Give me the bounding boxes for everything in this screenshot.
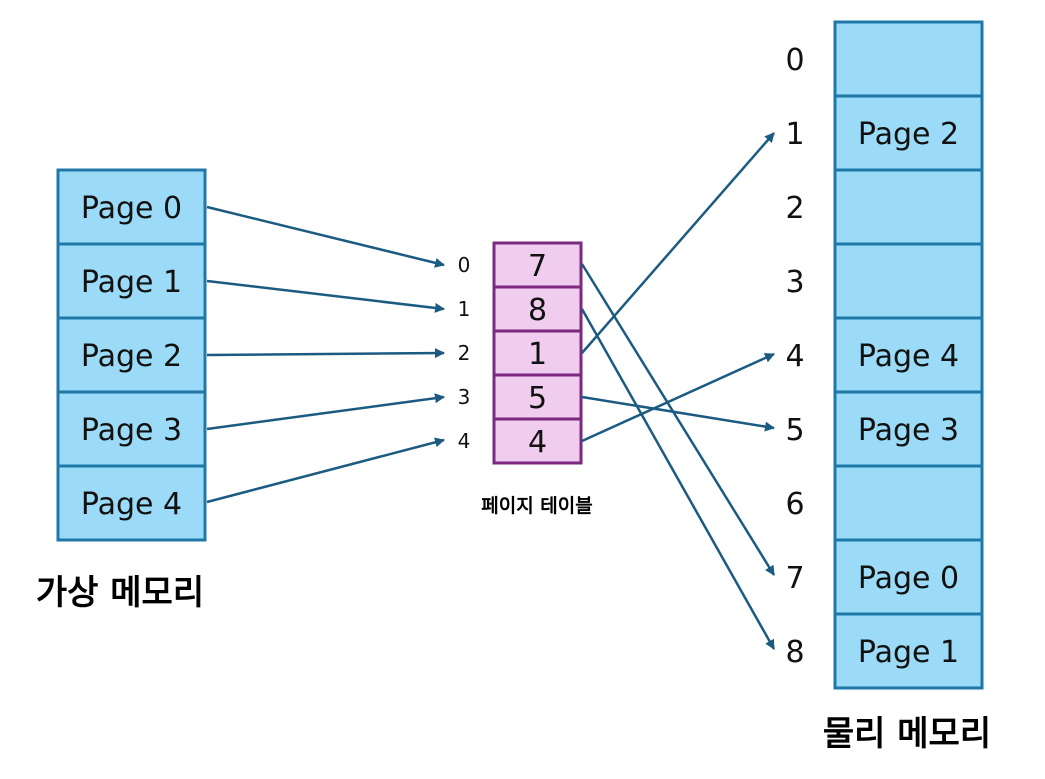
physical-frame-8-box [833, 612, 984, 690]
virtual-page-2: Page 2 [56, 316, 207, 394]
physical-frame-5-label: Page 3 [858, 413, 959, 448]
virtual-page-0: Page 0 [56, 168, 207, 246]
physical-frame-index-3: 3 [785, 265, 804, 300]
physical-frame-index-1: 1 [785, 117, 804, 152]
physical-frame-4-box [833, 316, 984, 394]
virtual-page-4-label: Page 4 [81, 487, 182, 522]
physical-frame-0: 0 [785, 20, 984, 98]
physical-frame-2: 2 [785, 168, 984, 246]
page-table-entry-1: 1 8 [458, 285, 583, 333]
physical-frame-0-box [833, 20, 984, 98]
arrow-entry-4-to-frame-4 [581, 352, 775, 443]
physical-frame-8: 8 Page 1 [785, 612, 984, 690]
virtual-page-1-box [56, 242, 207, 320]
page-table-caption: 페이지 테이블 [481, 495, 593, 517]
physical-frame-3-box [833, 242, 984, 320]
arrow-entry-1-to-frame-8 [580, 308, 776, 650]
page-table-cell-0 [492, 241, 583, 289]
physical-frame-2-box [833, 168, 984, 246]
virtual-page-0-box [56, 168, 207, 246]
arrow-entry-3-to-frame-5 [581, 395, 775, 432]
virtual-page-1-label: Page 1 [81, 265, 182, 300]
physical-frame-7: 7 Page 0 [785, 538, 984, 616]
virtual-memory: Page 0 Page 1 Page 2 Page 3 Page 4 가상 메모… [36, 168, 207, 613]
virtual-page-3-box [56, 390, 207, 468]
physical-frame-7-label: Page 0 [858, 561, 959, 596]
virtual-page-1: Page 1 [56, 242, 207, 320]
virtual-page-2-label: Page 2 [81, 339, 182, 374]
page-table-index-1: 1 [458, 297, 471, 321]
page-table-index-0: 0 [458, 253, 471, 277]
page-table-frame-1: 8 [528, 293, 547, 328]
page-table: 0 7 1 8 2 1 3 5 4 4 페이지 테이블 [458, 241, 593, 517]
physical-frame-1-box [833, 94, 984, 172]
arrow-virtual-0-to-index-0 [206, 205, 445, 268]
physical-memory: 0 1 Page 2 2 3 4 Page 4 5 Page 3 [785, 20, 991, 754]
physical-frame-index-8: 8 [785, 635, 804, 670]
page-table-cell-4 [492, 417, 583, 465]
page-table-entry-2: 2 1 [458, 329, 583, 377]
arrow-virtual-2-to-index-2 [206, 348, 445, 359]
virtual-page-4: Page 4 [56, 464, 207, 542]
physical-frame-index-0: 0 [785, 43, 804, 78]
physical-frame-7-box [833, 538, 984, 616]
page-table-entry-0: 0 7 [458, 241, 583, 289]
virtual-page-4-box [56, 464, 207, 542]
arrow-virtual-4-to-index-4 [206, 437, 445, 504]
virtual-page-3-label: Page 3 [81, 413, 182, 448]
physical-frame-1-label: Page 2 [858, 117, 959, 152]
physical-memory-caption: 물리 메모리 [823, 714, 991, 754]
page-table-frame-0: 7 [528, 249, 547, 284]
physical-frame-5: 5 Page 3 [785, 390, 984, 468]
arrow-entry-2-to-frame-1 [581, 132, 775, 354]
page-table-index-3: 3 [458, 385, 471, 409]
physical-frame-8-label: Page 1 [858, 635, 959, 670]
physical-frame-6: 6 [785, 464, 984, 542]
arrow-virtual-3-to-index-3 [206, 393, 445, 431]
virtual-page-3: Page 3 [56, 390, 207, 468]
page-table-index-4: 4 [458, 429, 471, 453]
page-table-frame-2: 1 [528, 337, 547, 372]
physical-frame-6-box [833, 464, 984, 542]
page-table-index-2: 2 [458, 341, 471, 365]
physical-frame-index-7: 7 [785, 561, 804, 596]
virtual-to-table-arrows [206, 205, 445, 504]
page-table-entry-4: 4 4 [458, 417, 583, 465]
virtual-memory-caption: 가상 메모리 [36, 573, 204, 613]
page-table-frame-4: 4 [528, 425, 547, 460]
physical-frame-index-5: 5 [785, 413, 804, 448]
arrow-entry-0-to-frame-7 [580, 263, 776, 576]
physical-frame-1: 1 Page 2 [785, 94, 984, 172]
physical-frame-4: 4 Page 4 [785, 316, 984, 394]
physical-frame-3: 3 [785, 242, 984, 320]
page-table-entry-3: 3 5 [458, 373, 583, 421]
arrow-virtual-1-to-index-1 [206, 279, 445, 313]
physical-frame-index-2: 2 [785, 191, 804, 226]
physical-frame-4-label: Page 4 [858, 339, 959, 374]
table-to-physical-arrows [580, 132, 776, 650]
page-table-cell-2 [492, 329, 583, 377]
virtual-page-0-label: Page 0 [81, 191, 182, 226]
physical-frame-index-6: 6 [785, 487, 804, 522]
physical-frame-index-4: 4 [785, 339, 804, 374]
page-table-frame-3: 5 [528, 381, 547, 416]
